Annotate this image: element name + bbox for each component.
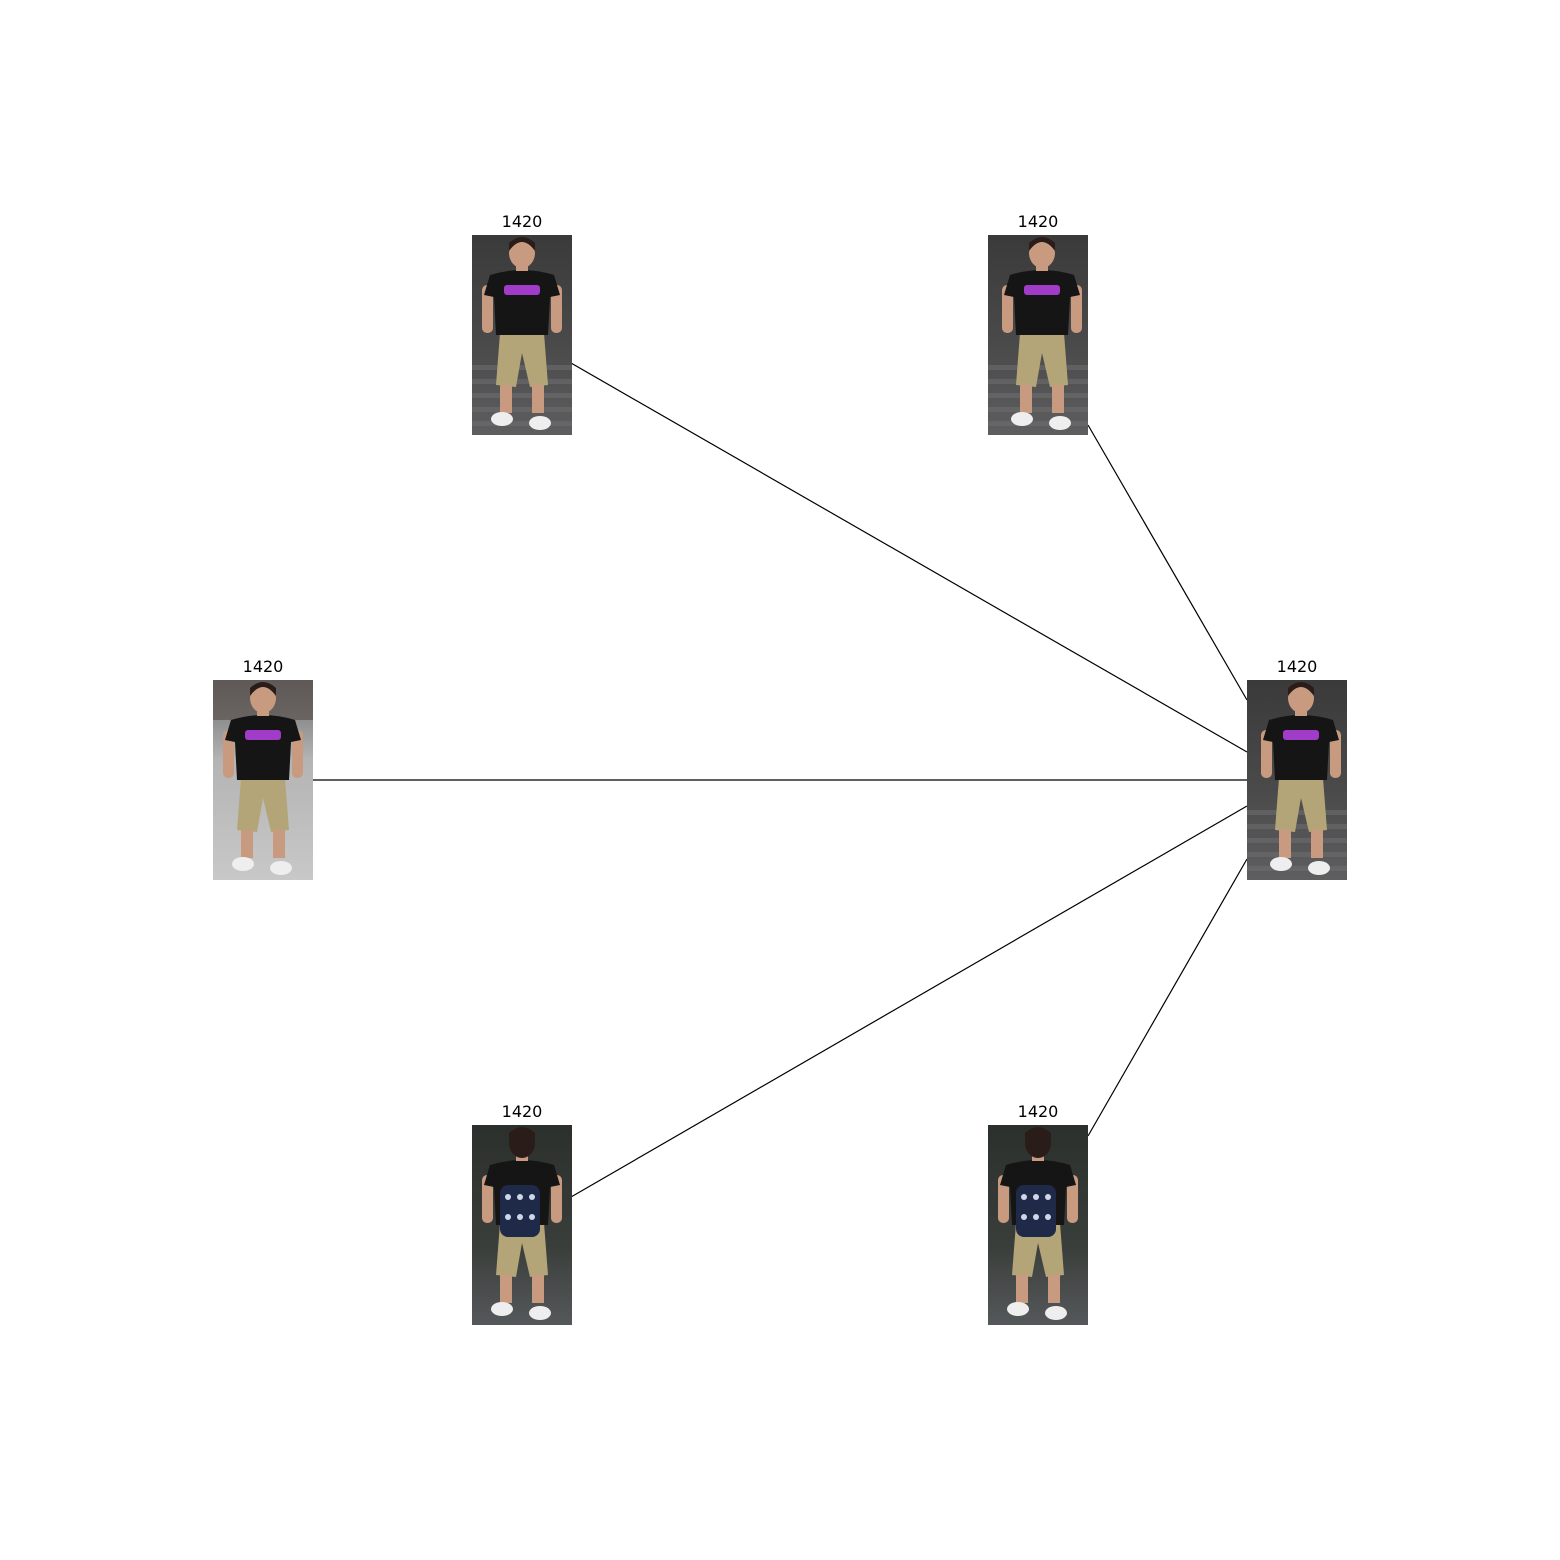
head: [1029, 238, 1055, 268]
head: [1288, 683, 1314, 713]
shoe: [491, 1302, 513, 1316]
person-image: [472, 1125, 572, 1325]
node-label: 1420: [502, 212, 543, 231]
node-label: 1420: [1018, 1102, 1059, 1121]
edges-layer: [313, 362, 1248, 1198]
node-label: 1420: [1018, 212, 1059, 231]
arm: [551, 285, 562, 333]
node-top-left: 1420: [472, 212, 572, 435]
backpack: [1016, 1185, 1056, 1237]
shirt-print: [1024, 285, 1060, 295]
person-image: [1247, 680, 1347, 880]
person-image: [472, 235, 572, 435]
edge-top-right-to-center: [1087, 424, 1248, 701]
shoe: [529, 416, 551, 430]
shirt-print: [504, 285, 540, 295]
shirt-print: [1283, 730, 1319, 740]
node-label: 1420: [1277, 657, 1318, 676]
pants: [1016, 333, 1068, 387]
arm: [1330, 730, 1341, 778]
shoe: [491, 412, 513, 426]
head: [509, 238, 535, 268]
person-image: [213, 680, 313, 880]
shoe: [1308, 861, 1330, 875]
shirt-print: [245, 730, 281, 740]
shoe: [529, 1306, 551, 1320]
shoe: [232, 857, 254, 871]
pants: [237, 778, 289, 832]
arm: [1002, 285, 1013, 333]
edge-bottom-right-to-center: [1087, 858, 1248, 1137]
node-center: 1420: [1247, 657, 1347, 880]
hair: [1288, 682, 1314, 696]
head: [509, 1128, 535, 1158]
arm: [292, 730, 303, 778]
arm: [223, 730, 234, 778]
shoe: [1011, 412, 1033, 426]
pants: [1275, 778, 1327, 832]
edge-bottom-left-to-center: [570, 805, 1248, 1198]
shoe: [1045, 1306, 1067, 1320]
arm: [998, 1175, 1009, 1223]
hair: [509, 1127, 535, 1141]
edge-top-left-to-center: [570, 362, 1248, 753]
shoe: [1270, 857, 1292, 871]
shoe: [1049, 416, 1071, 430]
shirt: [225, 715, 301, 780]
node-label: 1420: [243, 657, 284, 676]
arm: [1261, 730, 1272, 778]
node-top-right: 1420: [988, 212, 1088, 435]
hair: [509, 237, 535, 251]
arm: [1071, 285, 1082, 333]
node-bottom-right: 1420: [988, 1102, 1088, 1325]
arm: [551, 1175, 562, 1223]
arm: [482, 285, 493, 333]
node-mid-left: 1420: [213, 657, 313, 880]
hair: [250, 682, 276, 696]
nodes-layer: 1420 1420 1420 1420 1420 1420: [213, 212, 1347, 1325]
backpack: [500, 1185, 540, 1237]
hair: [1029, 237, 1055, 251]
shirt: [1263, 715, 1339, 780]
shirt: [484, 270, 560, 335]
shirt: [1004, 270, 1080, 335]
head: [250, 683, 276, 713]
pants: [496, 333, 548, 387]
person-image: [988, 235, 1088, 435]
head: [1025, 1128, 1051, 1158]
shoe: [1007, 1302, 1029, 1316]
node-label: 1420: [502, 1102, 543, 1121]
node-bottom-left: 1420: [472, 1102, 572, 1325]
shoe: [270, 861, 292, 875]
person-image: [988, 1125, 1088, 1325]
hair: [1025, 1127, 1051, 1141]
arm: [1067, 1175, 1078, 1223]
arm: [482, 1175, 493, 1223]
